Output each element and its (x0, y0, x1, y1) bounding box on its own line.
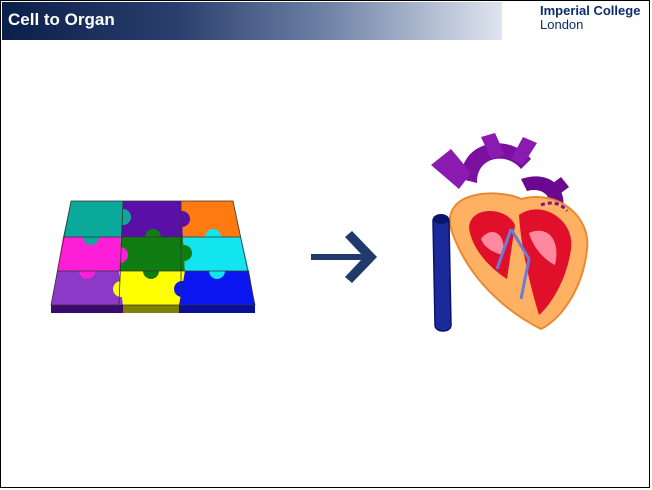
jigsaw-puzzle-icon (47, 197, 259, 315)
puzzle-base-olive (123, 305, 179, 313)
title-bar: Cell to Organ (2, 2, 502, 40)
puzzle-base-blue (179, 305, 255, 313)
logo-line-1: Imperial College (540, 4, 640, 17)
slide-title: Cell to Organ (8, 10, 115, 30)
imperial-college-logo: Imperial College London (540, 4, 640, 31)
right-arrow-icon (307, 227, 379, 287)
logo-line-2: London (540, 18, 640, 31)
heart-diagram-icon (411, 129, 611, 339)
